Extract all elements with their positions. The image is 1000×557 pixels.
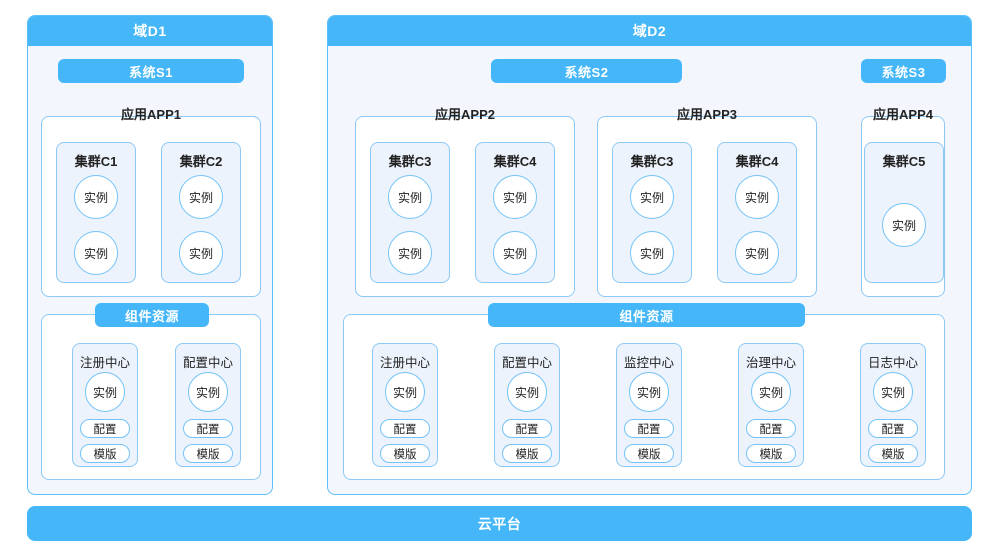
cloud-platform-bar[interactable]: 云平台	[27, 506, 972, 541]
config-tag[interactable]: 配置	[746, 419, 796, 438]
app-card-app2[interactable]: 应用APP2 集群C3 实例 实例 集群C4 实例 实例	[355, 107, 575, 297]
domain-d2: 域D2 系统S2 系统S3 应用APP2 集群C3 实例 实例 集群C4 实例 …	[327, 15, 972, 495]
instance-circle[interactable]: 实例	[630, 231, 674, 275]
component-card-title: 配置中心	[501, 356, 552, 370]
app-card-app3-title: 应用APP3	[677, 107, 737, 122]
cluster-c4-app3[interactable]: 集群C4 实例 实例	[717, 142, 797, 283]
instance-circle[interactable]: 实例	[507, 372, 547, 412]
instance-circle[interactable]: 实例	[385, 372, 425, 412]
app-card-app4-title: 应用APP4	[873, 107, 933, 122]
component-card-title: 注册中心	[379, 356, 430, 370]
template-tag[interactable]: 模版	[624, 444, 674, 463]
instance-circle[interactable]: 实例	[493, 175, 537, 219]
instance-circle[interactable]: 实例	[735, 231, 779, 275]
system-s2-label[interactable]: 系统S2	[491, 59, 682, 83]
config-tag[interactable]: 配置	[380, 419, 430, 438]
system-s3-label[interactable]: 系统S3	[861, 59, 946, 83]
instance-circle[interactable]: 实例	[188, 372, 228, 412]
domain-d2-title: 域D2	[328, 16, 971, 46]
cluster-c1-title: 集群C1	[74, 154, 118, 169]
component-card-register-center[interactable]: 注册中心 实例 配置 模版	[72, 343, 138, 467]
instance-circle[interactable]: 实例	[85, 372, 125, 412]
config-tag[interactable]: 配置	[624, 419, 674, 438]
cluster-title: 集群C3	[388, 154, 432, 169]
config-tag[interactable]: 配置	[502, 419, 552, 438]
component-panel-d2[interactable]: 组件资源 注册中心 实例 配置 模版 配置中心 实例 配置 模版 监控	[343, 303, 945, 480]
component-card-title: 注册中心	[79, 356, 130, 370]
cluster-c1[interactable]: 集群C1 实例 实例	[56, 142, 136, 283]
config-tag[interactable]: 配置	[868, 419, 918, 438]
app-card-app1-title: 应用APP1	[121, 107, 181, 122]
app-card-app2-title: 应用APP2	[435, 107, 495, 122]
domain-d2-body: 系统S2 系统S3 应用APP2 集群C3 实例 实例 集群C4 实例 实例	[328, 46, 971, 494]
cluster-title: 集群C4	[493, 154, 537, 169]
instance-circle[interactable]: 实例	[630, 175, 674, 219]
component-card-config-center[interactable]: 配置中心 实例 配置 模版	[175, 343, 241, 467]
domain-d1-body: 系统S1 应用APP1 集群C1 实例 实例 集群C2 实例 实例	[28, 46, 272, 494]
component-card-title: 监控中心	[623, 356, 674, 370]
component-card-title: 配置中心	[182, 356, 233, 370]
system-s1-label[interactable]: 系统S1	[58, 59, 244, 83]
instance-circle[interactable]: 实例	[735, 175, 779, 219]
cluster-c3-app2[interactable]: 集群C3 实例 实例	[370, 142, 450, 283]
component-card-register-center[interactable]: 注册中心 实例 配置 模版	[372, 343, 438, 467]
instance-circle[interactable]: 实例	[493, 231, 537, 275]
instance-circle[interactable]: 实例	[179, 231, 223, 275]
cluster-title: 集群C5	[882, 154, 926, 169]
app-card-app4[interactable]: 应用APP4 集群C5 实例	[861, 107, 945, 297]
config-tag[interactable]: 配置	[183, 419, 233, 438]
template-tag[interactable]: 模版	[502, 444, 552, 463]
domain-d1-title: 域D1	[28, 16, 272, 46]
component-panel-d1[interactable]: 组件资源 注册中心 实例 配置 模版 配置中心 实例 配置 模版	[41, 303, 261, 480]
cluster-c5-app4[interactable]: 集群C5 实例	[864, 142, 944, 283]
component-card-governance-center[interactable]: 治理中心 实例 配置 模版	[738, 343, 804, 467]
config-tag[interactable]: 配置	[80, 419, 130, 438]
template-tag[interactable]: 模版	[746, 444, 796, 463]
instance-circle[interactable]: 实例	[388, 231, 432, 275]
cluster-title: 集群C4	[735, 154, 779, 169]
component-panel-d1-label[interactable]: 组件资源	[95, 303, 209, 327]
instance-circle[interactable]: 实例	[629, 372, 669, 412]
cluster-title: 集群C3	[630, 154, 674, 169]
component-card-log-center[interactable]: 日志中心 实例 配置 模版	[860, 343, 926, 467]
cluster-c2[interactable]: 集群C2 实例 实例	[161, 142, 241, 283]
component-card-title: 治理中心	[745, 356, 796, 370]
component-panel-d2-label[interactable]: 组件资源	[488, 303, 805, 327]
cluster-c2-title: 集群C2	[179, 154, 223, 169]
instance-circle[interactable]: 实例	[873, 372, 913, 412]
app-card-app1[interactable]: 应用APP1 集群C1 实例 实例 集群C2 实例 实例	[41, 107, 261, 297]
instance-circle[interactable]: 实例	[388, 175, 432, 219]
template-tag[interactable]: 模版	[80, 444, 130, 463]
app-card-app3[interactable]: 应用APP3 集群C3 实例 实例 集群C4 实例 实例	[597, 107, 817, 297]
template-tag[interactable]: 模版	[183, 444, 233, 463]
instance-circle[interactable]: 实例	[882, 203, 926, 247]
domain-d1: 域D1 系统S1 应用APP1 集群C1 实例 实例 集群C2 实例 实例	[27, 15, 273, 495]
instance-circle[interactable]: 实例	[751, 372, 791, 412]
cluster-c3-app3[interactable]: 集群C3 实例 实例	[612, 142, 692, 283]
instance-circle[interactable]: 实例	[179, 175, 223, 219]
component-card-monitor-center[interactable]: 监控中心 实例 配置 模版	[616, 343, 682, 467]
component-card-title: 日志中心	[867, 356, 918, 370]
cluster-c4-app2[interactable]: 集群C4 实例 实例	[475, 142, 555, 283]
instance-circle[interactable]: 实例	[74, 231, 118, 275]
instance-circle[interactable]: 实例	[74, 175, 118, 219]
template-tag[interactable]: 模版	[380, 444, 430, 463]
template-tag[interactable]: 模版	[868, 444, 918, 463]
component-card-config-center[interactable]: 配置中心 实例 配置 模版	[494, 343, 560, 467]
